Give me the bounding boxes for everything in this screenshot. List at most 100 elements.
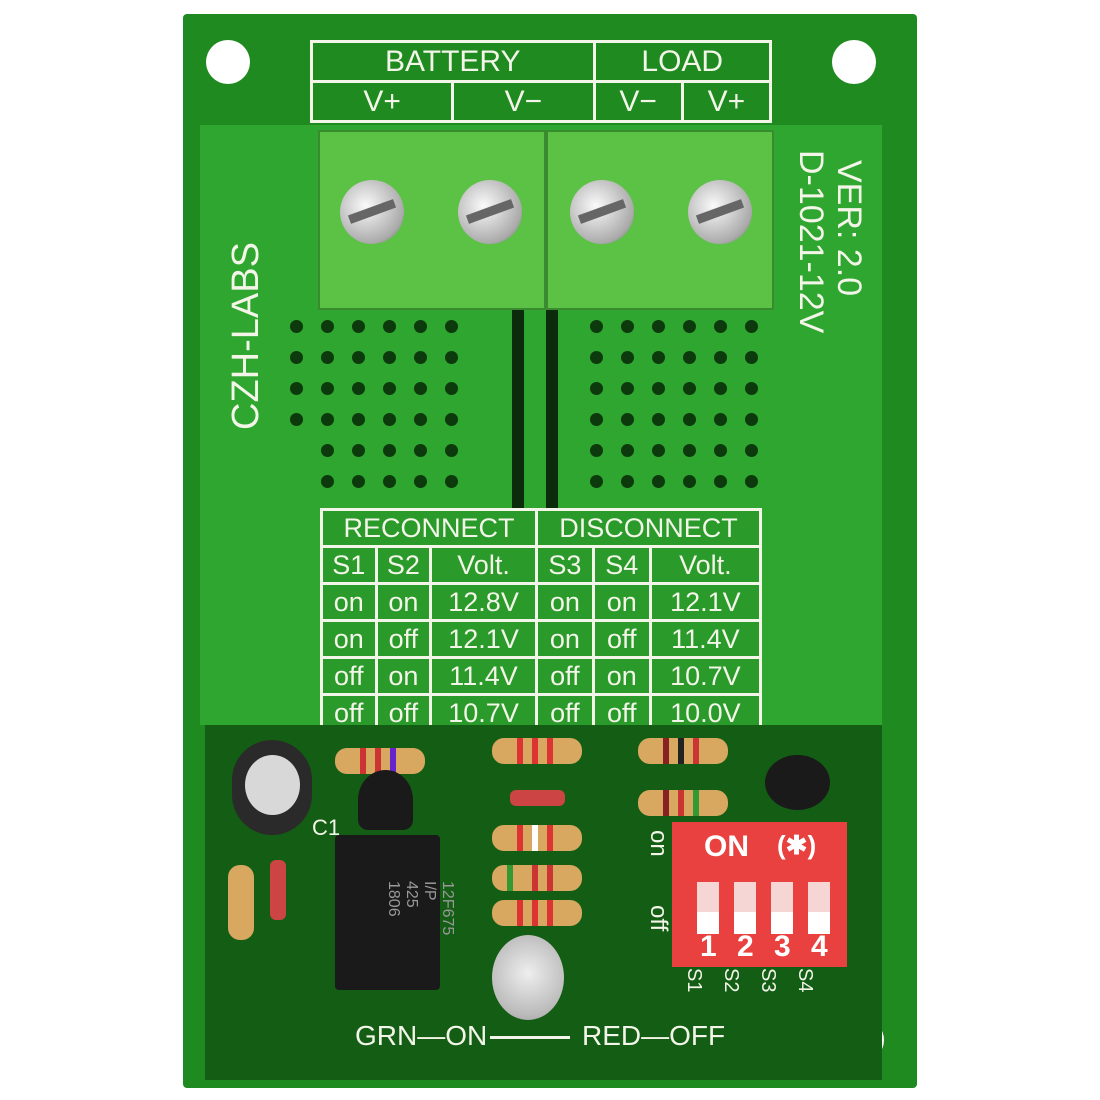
pad: [745, 351, 758, 364]
pad: [321, 413, 334, 426]
screw-terminal[interactable]: [688, 180, 752, 244]
pad: [652, 320, 665, 333]
switch-label: S4: [794, 968, 816, 993]
table-cell: 11.4V: [648, 619, 763, 659]
pad: [714, 382, 727, 395]
pad: [383, 320, 396, 333]
terminal-label: V−: [592, 80, 684, 123]
pad: [352, 320, 365, 333]
table-cell: 12.1V: [429, 619, 538, 659]
dip-switch-4[interactable]: [808, 882, 830, 934]
table-cell: off: [534, 656, 595, 696]
pad: [621, 413, 634, 426]
pad: [445, 320, 458, 333]
pad: [745, 320, 758, 333]
dip-switch-3[interactable]: [771, 882, 793, 934]
pad: [745, 382, 758, 395]
pad: [683, 351, 696, 364]
pad: [745, 413, 758, 426]
pad: [414, 475, 427, 488]
terminal-label: V+: [680, 80, 773, 123]
table-cell: on: [534, 619, 595, 659]
pad: [745, 444, 758, 457]
pad: [383, 351, 396, 364]
table-cell: 12.8V: [429, 582, 538, 622]
pad: [445, 351, 458, 364]
dip-on-label: ON: [704, 830, 749, 863]
diode: [270, 860, 286, 920]
dip-switch[interactable]: ON (✱) 1 2 3 4: [672, 822, 847, 967]
status-led: [492, 935, 564, 1020]
pad: [714, 475, 727, 488]
pad: [683, 320, 696, 333]
pad: [590, 382, 603, 395]
pad: [714, 413, 727, 426]
pad: [383, 475, 396, 488]
pad: [714, 444, 727, 457]
table-cell: 12.1V: [648, 582, 763, 622]
pad: [652, 382, 665, 395]
table-cell: on: [374, 656, 433, 696]
table-cell: off: [374, 619, 433, 659]
chip-marking: 12F675: [439, 881, 456, 936]
pad: [621, 320, 634, 333]
dip-switch-2[interactable]: [734, 882, 756, 934]
chip-marking: 1806: [385, 881, 402, 917]
pad: [352, 382, 365, 395]
pad: [352, 351, 365, 364]
transistor: [765, 755, 830, 810]
capacitor-top: [245, 755, 300, 815]
disconnect-header: DISCONNECT: [534, 508, 763, 548]
screw-terminal[interactable]: [458, 180, 522, 244]
pad: [683, 475, 696, 488]
version-label: VER: 2.0: [830, 160, 868, 297]
pad: [445, 444, 458, 457]
led-green-label: GRN—ON: [355, 1020, 488, 1051]
table-cell: on: [591, 656, 652, 696]
mounting-hole: [206, 40, 250, 84]
table-cell: on: [320, 582, 378, 622]
load-label: LOAD: [592, 40, 773, 83]
pad: [652, 351, 665, 364]
screw-terminal[interactable]: [570, 180, 634, 244]
pad: [590, 413, 603, 426]
pad: [590, 320, 603, 333]
table-cell: off: [320, 656, 378, 696]
diode: [510, 790, 565, 806]
pad: [445, 382, 458, 395]
switch-label: S3: [757, 968, 779, 993]
pad: [621, 444, 634, 457]
screw-terminal[interactable]: [340, 180, 404, 244]
pad: [290, 382, 303, 395]
pad: [652, 444, 665, 457]
column-header: S4: [591, 545, 652, 585]
pad: [321, 444, 334, 457]
dip-number: 4: [811, 930, 828, 963]
pad: [321, 351, 334, 364]
column-header: Volt.: [648, 545, 763, 585]
column-header: S3: [534, 545, 595, 585]
pad: [745, 475, 758, 488]
table-cell: off: [591, 619, 652, 659]
pad: [414, 351, 427, 364]
pad: [683, 382, 696, 395]
pad: [652, 413, 665, 426]
column-header: S1: [320, 545, 378, 585]
led-red-label: RED—OFF: [582, 1020, 726, 1051]
pad: [383, 382, 396, 395]
dip-switch-1[interactable]: [697, 882, 719, 934]
pad: [683, 444, 696, 457]
model-label: D-1021-12V: [792, 150, 830, 334]
pad: [414, 444, 427, 457]
microcontroller-chip: 12F675 I/P 425 1806: [335, 835, 456, 990]
led-label-line: [490, 1036, 570, 1039]
column-header: S2: [374, 545, 433, 585]
pad: [590, 444, 603, 457]
battery-label: BATTERY: [310, 40, 596, 83]
pad: [321, 382, 334, 395]
pad: [445, 413, 458, 426]
